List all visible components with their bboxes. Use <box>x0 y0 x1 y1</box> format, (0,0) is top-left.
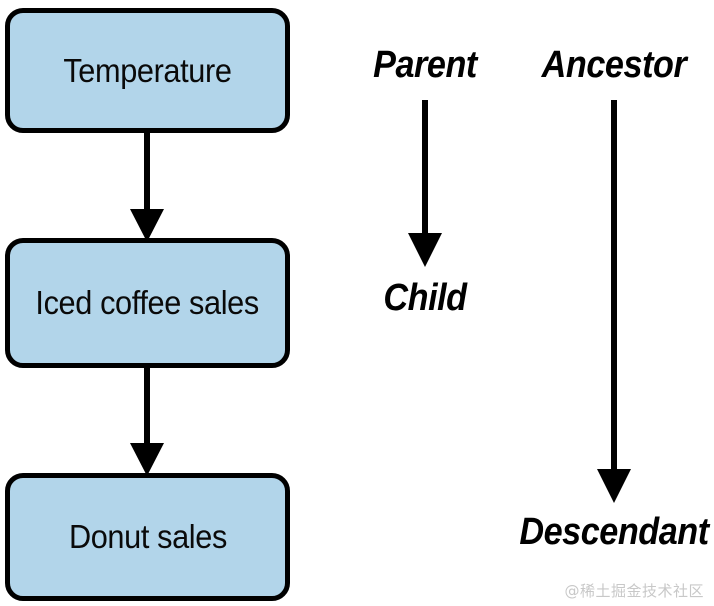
term-parent: Parent <box>373 44 477 86</box>
edge-temperature-to-iced-coffee <box>130 129 164 242</box>
arrow-head <box>130 443 164 476</box>
arrow-head <box>130 209 164 242</box>
node-donut-sales[interactable]: Donut sales <box>5 473 290 601</box>
edge-iced-coffee-to-donut <box>130 367 164 476</box>
arrow-head <box>408 233 442 267</box>
node-temperature[interactable]: Temperature <box>5 8 290 133</box>
edge-ancestor-to-descendant <box>597 100 631 503</box>
node-donut-sales-label: Donut sales <box>68 518 227 555</box>
watermark: @稀土掘金技术社区 <box>564 582 704 600</box>
term-ancestor: Ancestor <box>541 44 687 86</box>
term-descendant: Descendant <box>519 511 709 553</box>
arrow-head <box>597 469 631 503</box>
node-temperature-label: Temperature <box>63 51 232 89</box>
node-iced-coffee-sales[interactable]: Iced coffee sales <box>5 238 290 368</box>
node-iced-coffee-sales-label: Iced coffee sales <box>35 284 260 321</box>
edge-parent-to-child <box>408 100 442 267</box>
term-child: Child <box>383 277 467 319</box>
